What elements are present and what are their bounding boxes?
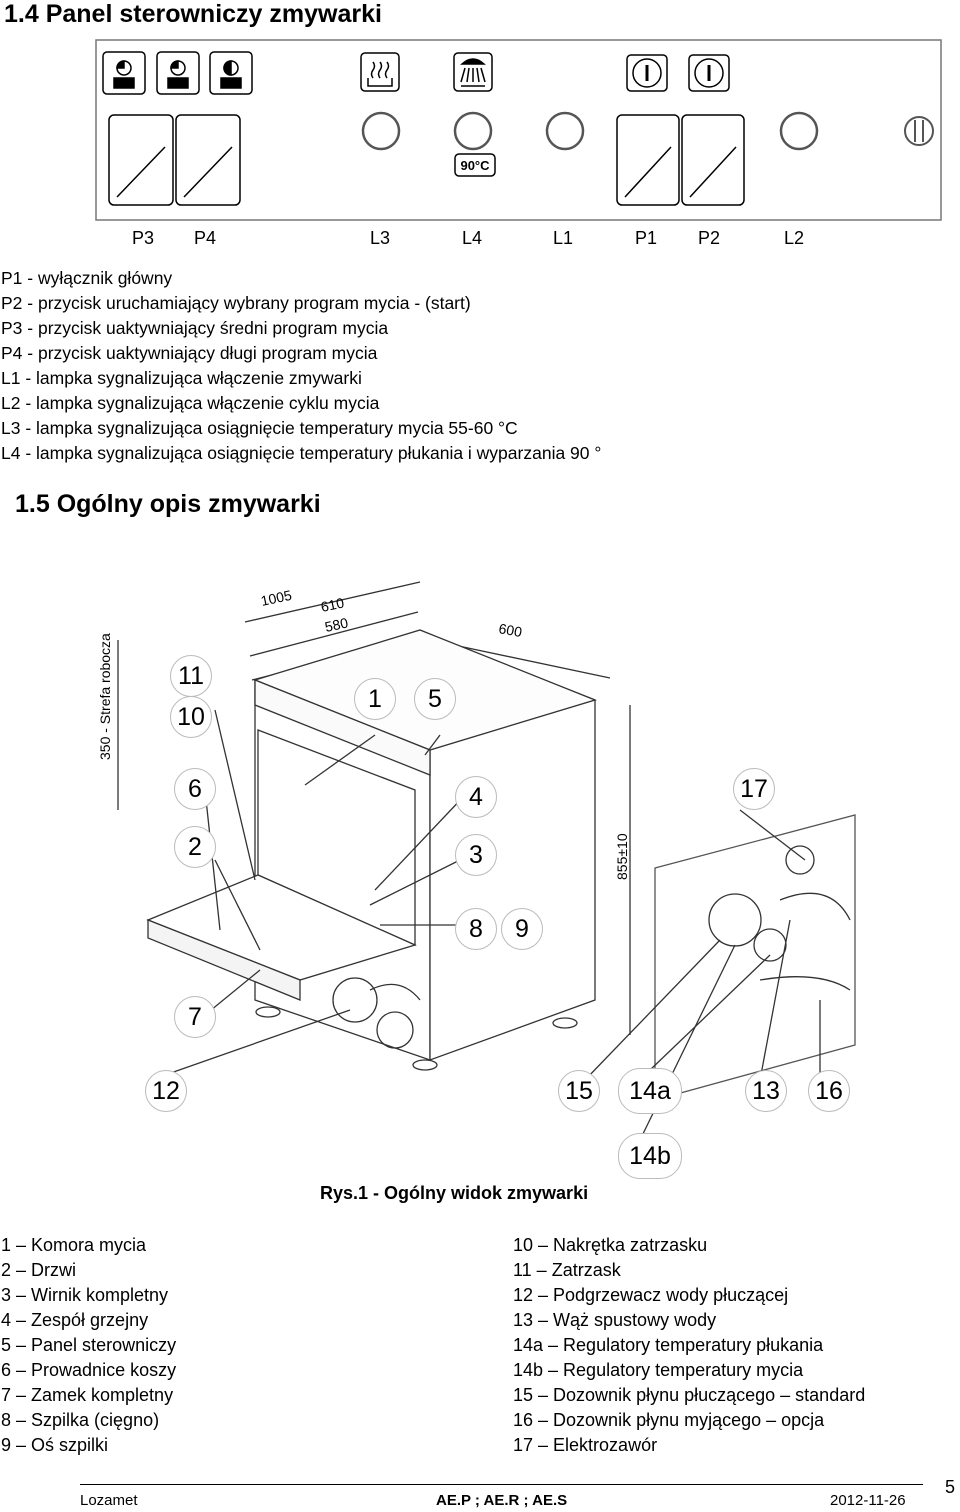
- legend-item: P4 - przycisk uaktywniający długi progra…: [1, 343, 378, 363]
- list-item: 9 – Oś szpilki: [1, 1435, 109, 1455]
- legend-item: P3 - przycisk uaktywniający średni progr…: [1, 318, 389, 338]
- list-item: 10 – Nakrętka zatrzasku: [513, 1235, 708, 1255]
- callout-6: 6: [174, 768, 216, 810]
- list-item: 12 – Podgrzewacz wody płuczącej: [513, 1285, 789, 1305]
- callout-7: 7: [174, 996, 216, 1038]
- panel-legend: P1 - wyłącznik główny P2 - przycisk uruc…: [1, 266, 601, 466]
- section-title-1-5: 1.5 Ogólny opis zmywarki: [15, 490, 321, 518]
- panel-label-p2: P2: [698, 228, 721, 248]
- dim-1005: 1005: [259, 587, 293, 609]
- parts-list-right: 10 – Nakrętka zatrzasku 11 – Zatrzask 12…: [513, 1233, 865, 1458]
- list-item: 4 – Zespół grzejny: [1, 1310, 149, 1330]
- callout-17: 17: [733, 768, 775, 810]
- parts-list-left: 1 – Komora mycia 2 – Drzwi 3 – Wirnik ko…: [1, 1233, 176, 1458]
- panel-label-l2: L2: [784, 228, 805, 248]
- legend-item: L2 - lampka sygnalizująca włączenie cykl…: [1, 393, 380, 413]
- page-number: 5: [945, 1477, 956, 1497]
- temperature-icons: [360, 52, 493, 92]
- callout-15: 15: [558, 1070, 600, 1112]
- list-item: 8 – Szpilka (cięgno): [1, 1410, 160, 1430]
- footer-models: AE.P ; AE.R ; AE.S: [436, 1492, 568, 1509]
- callout-10: 10: [170, 696, 212, 738]
- panel-label-l1: L1: [553, 228, 574, 248]
- panel-label-p1: P1: [635, 228, 658, 248]
- dim-600: 600: [497, 620, 523, 640]
- footer-date: 2012-11-26: [830, 1492, 906, 1509]
- list-item: 13 – Wąż spustowy wody: [513, 1310, 717, 1330]
- legend-item: L4 - lampka sygnalizująca osiągnięcie te…: [1, 443, 602, 463]
- callout-14a: 14a: [618, 1068, 682, 1114]
- panel-label-p4: P4: [194, 228, 217, 248]
- temperature-badge-text: 90°C: [460, 158, 490, 173]
- figure-caption: Rys.1 - Ogólny widok zmywarki: [320, 1183, 589, 1203]
- list-item: 5 – Panel sterowniczy: [1, 1335, 177, 1355]
- dim-work-zone: 350 - Strefa robocza: [97, 633, 113, 760]
- callout-2: 2: [174, 826, 216, 868]
- dim-580: 580: [323, 614, 349, 635]
- temperature-badge: [454, 153, 496, 177]
- main-switch-icon: [904, 116, 934, 146]
- dim-855: 855±10: [614, 833, 630, 880]
- footer-company: Lozamet: [80, 1492, 138, 1509]
- panel-label-p3: P3: [132, 228, 155, 248]
- callout-9: 9: [501, 908, 543, 950]
- list-item: 11 – Zatrzask: [513, 1260, 621, 1280]
- list-item: 3 – Wirnik kompletny: [1, 1285, 169, 1305]
- callout-13: 13: [745, 1070, 787, 1112]
- list-item: 7 – Zamek kompletny: [1, 1385, 174, 1405]
- callout-14b: 14b: [618, 1133, 682, 1179]
- footer-rule: [80, 1484, 923, 1485]
- rocker-switches: [108, 114, 745, 206]
- callout-3: 3: [455, 834, 497, 876]
- callout-5: 5: [414, 678, 456, 720]
- legend-item: L3 - lampka sygnalizująca osiągnięcie te…: [1, 418, 518, 438]
- list-item: 15 – Dozownik płynu płuczącego – standar…: [513, 1385, 866, 1405]
- list-item: 14b – Regulatory temperatury mycia: [513, 1360, 804, 1380]
- list-item: 17 – Elektrozawór: [513, 1435, 658, 1455]
- callout-8: 8: [455, 908, 497, 950]
- callout-4: 4: [455, 776, 497, 818]
- control-panel-diagram: 90°C: [95, 39, 942, 221]
- callout-16: 16: [808, 1070, 850, 1112]
- program-icons: [102, 51, 253, 95]
- legend-item: P2 - przycisk uruchamiający wybrany prog…: [1, 293, 471, 313]
- callout-11: 11: [170, 655, 212, 697]
- legend-item: L1 - lampka sygnalizująca włączenie zmyw…: [1, 368, 362, 388]
- callout-12: 12: [145, 1070, 187, 1112]
- power-icons: [626, 54, 730, 92]
- panel-label-l3: L3: [370, 228, 391, 248]
- callout-1: 1: [354, 678, 396, 720]
- indicator-lamps: [361, 111, 819, 151]
- legend-item: P1 - wyłącznik główny: [1, 268, 173, 288]
- list-item: 2 – Drzwi: [1, 1260, 77, 1280]
- panel-label-l4: L4: [462, 228, 483, 248]
- list-item: 14a – Regulatory temperatury płukania: [513, 1335, 824, 1355]
- list-item: 6 – Prowadnice koszy: [1, 1360, 177, 1380]
- list-item: 1 – Komora mycia: [1, 1235, 147, 1255]
- list-item: 16 – Dozownik płynu myjącego – opcja: [513, 1410, 825, 1430]
- dim-610: 610: [319, 594, 345, 615]
- section-title-1-4: 1.4 Panel sterowniczy zmywarki: [4, 0, 382, 28]
